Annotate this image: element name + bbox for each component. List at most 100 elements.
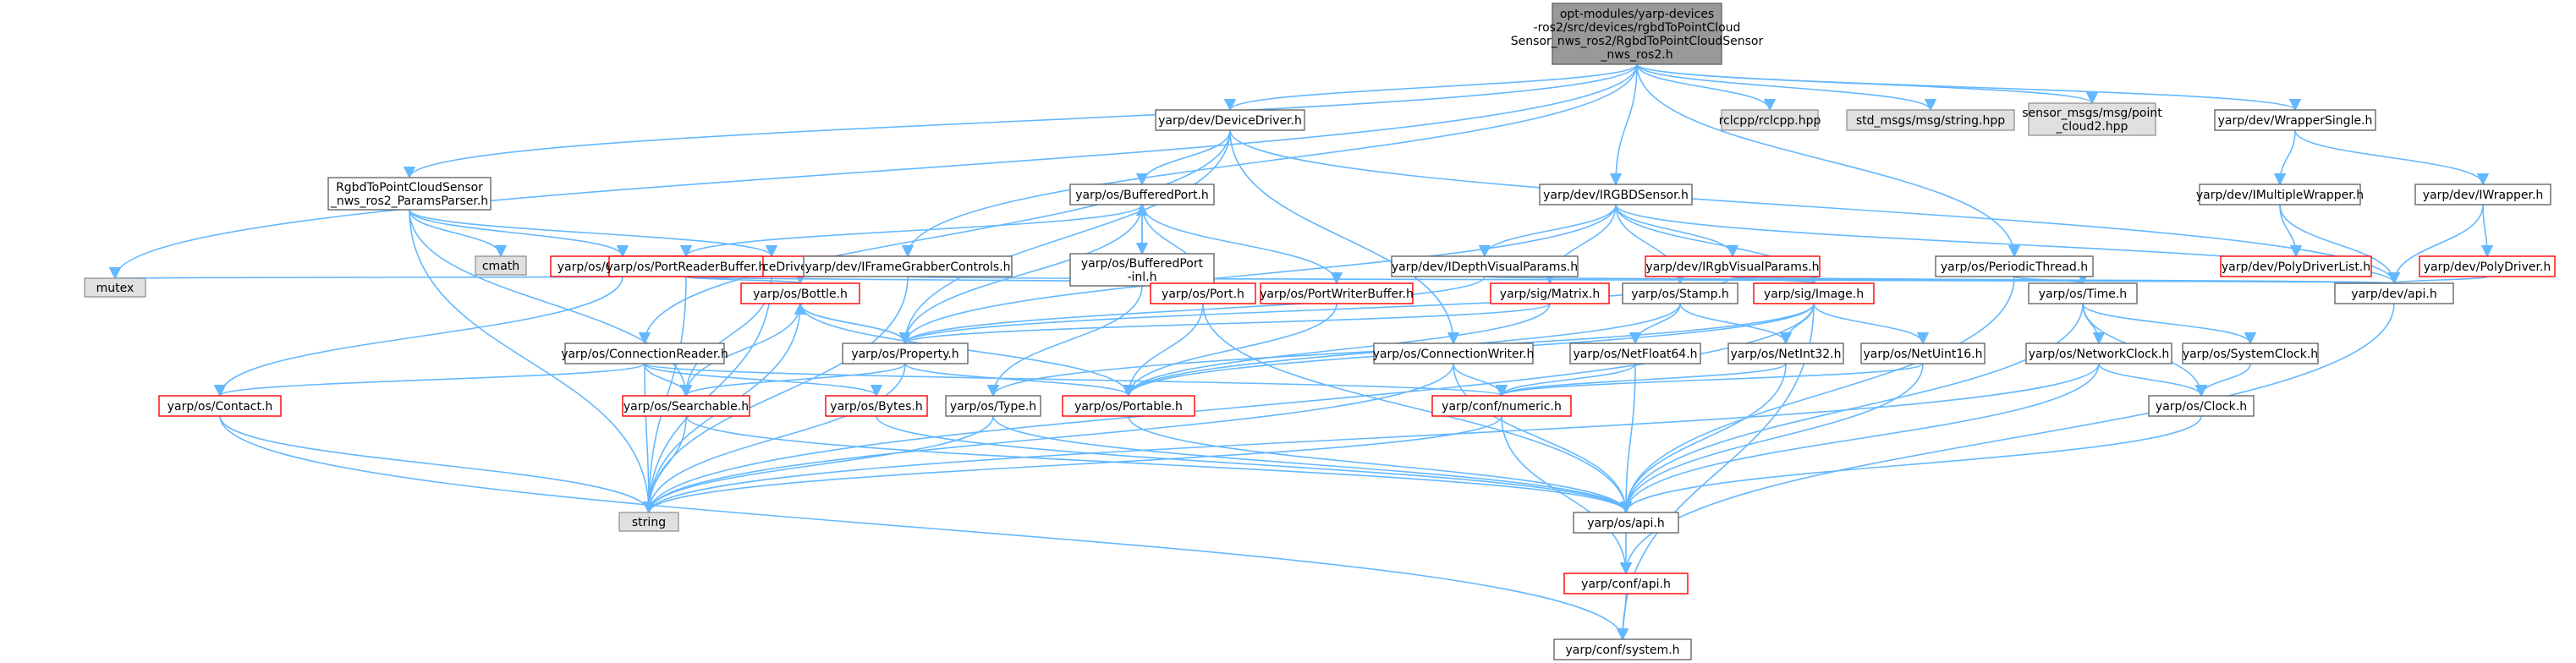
edge-connectionreader-to-confnumeric <box>644 363 1508 397</box>
node-label: yarp/os/BufferedPort <box>1081 257 1204 271</box>
node-label: yarp/os/PortReaderBuffer.h <box>607 260 766 274</box>
node-box <box>1569 342 1701 364</box>
edge-portable-to-osapi <box>1128 415 1633 514</box>
edge-bufferedport-to-portreaderbuffer <box>680 204 1143 258</box>
node-polydriver[interactable]: yarp/dev/PolyDriver.h <box>2419 255 2556 277</box>
edge-root-to-periodicthread <box>1636 63 2021 258</box>
node-portreaderbuffer[interactable]: yarp/os/PortReaderBuffer.h <box>607 255 766 277</box>
node-bottle[interactable]: yarp/os/Bottle.h <box>740 282 860 304</box>
node-box <box>945 395 1041 417</box>
node-box <box>2199 184 2361 205</box>
node-stamp[interactable]: yarp/os/Stamp.h <box>1622 282 1738 304</box>
node-label: yarp/os/Clock.h <box>2156 400 2247 414</box>
node-box <box>1155 109 1305 131</box>
node-cmath: cmath <box>475 255 527 276</box>
node-label: opt-modules/yarp-devices <box>1560 8 1714 21</box>
node-time[interactable]: yarp/os/Time.h <box>2028 282 2138 304</box>
edge-confapi-to-confsystem <box>1616 593 1629 641</box>
edge-searchable-to-string <box>642 415 687 514</box>
node-label: -ros2/src/devices/rgbdToPointCloud <box>1534 21 1741 35</box>
node-osapi[interactable]: yarp/os/api.h <box>1573 512 1679 534</box>
edge-image-to-netuint16 <box>1813 303 1930 345</box>
node-confsystem[interactable]: yarp/conf/system.h <box>1553 638 1692 660</box>
node-box <box>842 342 969 364</box>
edge-type-to-osapi <box>992 415 1633 514</box>
node-netint32[interactable]: yarp/os/NetInt32.h <box>1727 342 1844 364</box>
node-box <box>564 342 725 364</box>
node-label: yarp/os/NetworkClock.h <box>2029 348 2170 361</box>
edge-iwrapper-to-polydriver <box>2480 204 2494 258</box>
edge-connectionreader-to-searchable <box>644 363 693 397</box>
edge-connectionreader-to-bytes <box>644 363 883 397</box>
node-connectionwriter[interactable]: yarp/os/ConnectionWriter.h <box>1373 342 1535 364</box>
node-searchable[interactable]: yarp/os/Searchable.h <box>622 395 750 417</box>
node-box <box>1573 512 1679 534</box>
node-box <box>1373 342 1534 364</box>
node-box <box>2214 109 2376 131</box>
edge-root-to-paramsparser <box>404 63 1638 179</box>
node-confapi[interactable]: yarp/conf/api.h <box>1563 573 1689 595</box>
node-image[interactable]: yarp/sig/Image.h <box>1753 282 1875 304</box>
node-devapi[interactable]: yarp/dev/api.h <box>2334 282 2454 304</box>
node-irgbdsensor[interactable]: yarp/dev/IRGBDSensor.h <box>1539 184 1693 205</box>
edge-wrappersingle-to-imultiplewrapper <box>2273 129 2296 186</box>
node-label: yarp/dev/IDepthVisualParams.h <box>1392 260 1578 274</box>
node-devicedriver[interactable]: yarp/dev/DeviceDriver.h <box>1155 109 1305 131</box>
edge-networkclock-to-string <box>643 363 2100 514</box>
node-connectionreader[interactable]: yarp/os/ConnectionReader.h <box>561 342 728 364</box>
node-bufferedportinl[interactable]: yarp/os/BufferedPort-inl.h <box>1069 253 1215 287</box>
node-wrappersingle[interactable]: yarp/dev/WrapperSingle.h <box>2214 109 2376 131</box>
node-polydriverlist[interactable]: yarp/dev/PolyDriverList.h <box>2220 255 2372 277</box>
node-networkclock[interactable]: yarp/os/NetworkClock.h <box>2025 342 2172 364</box>
edge-imultiplewrapper-to-devapi <box>2279 204 2401 285</box>
node-root[interactable]: opt-modules/yarp-devices-ros2/src/device… <box>1511 3 1764 65</box>
node-label: Sensor_nws_ros2/RgbdToPointCloudSensor <box>1511 35 1764 48</box>
node-netuint16[interactable]: yarp/os/NetUint16.h <box>1860 342 1986 364</box>
node-box <box>1552 3 1722 65</box>
node-label: cmath <box>482 260 519 273</box>
node-label: yarp/os/Searchable.h <box>623 400 749 414</box>
node-box <box>2182 342 2319 364</box>
node-portwriterbuffer[interactable]: yarp/os/PortWriterBuffer.h <box>1260 282 1414 304</box>
node-label: yarp/conf/numeric.h <box>1442 400 1562 414</box>
node-confnumeric[interactable]: yarp/conf/numeric.h <box>1431 395 1572 417</box>
edge-searchable-to-osapi <box>685 415 1632 514</box>
node-irgbvisual[interactable]: yarp/dev/IRgbVisualParams.h <box>1645 255 1821 277</box>
node-label: yarp/dev/IRGBDSensor.h <box>1543 189 1689 202</box>
node-box <box>2419 255 2556 277</box>
node-iwrapper[interactable]: yarp/dev/IWrapper.h <box>2414 184 2551 205</box>
edge-irgbdsensor-to-irgbvisual <box>1615 204 1739 258</box>
node-contact[interactable]: yarp/os/Contact.h <box>158 395 282 417</box>
edge-bufferedport-to-property <box>898 204 1143 345</box>
node-bufferedport[interactable]: yarp/os/BufferedPort.h <box>1069 184 1215 205</box>
edge-portwriterbuffer-to-portable <box>1122 303 1337 397</box>
edge-iwrapper-to-devapi <box>2387 204 2484 285</box>
node-paramsparser[interactable]: RgbdToPointCloudSensor_nws_ros2_ParamsPa… <box>327 177 492 211</box>
node-portable[interactable]: yarp/os/Portable.h <box>1062 395 1195 417</box>
node-systemclock[interactable]: yarp/os/SystemClock.h <box>2182 342 2319 364</box>
node-imultiplewrapper[interactable]: yarp/dev/IMultipleWrapper.h <box>2196 184 2364 205</box>
node-label: yarp/dev/PolyDriverList.h <box>2222 260 2370 274</box>
node-label: yarp/conf/api.h <box>1581 578 1671 591</box>
node-box <box>1539 184 1693 205</box>
node-bytes[interactable]: yarp/os/Bytes.h <box>825 395 928 417</box>
node-netfloat64[interactable]: yarp/os/NetFloat64.h <box>1569 342 1701 364</box>
node-clock[interactable]: yarp/os/Clock.h <box>2148 395 2255 417</box>
node-label: yarp/os/NetFloat64.h <box>1573 348 1697 361</box>
edge-portreaderbuffer-to-bottle <box>685 271 806 285</box>
edge-wrappersingle-to-iwrapper <box>2294 129 2490 186</box>
node-box <box>1260 282 1414 304</box>
edge-paramsparser-to-contactable <box>409 209 629 258</box>
node-type[interactable]: yarp/os/Type.h <box>945 395 1041 417</box>
node-idepthvisual[interactable]: yarp/dev/IDepthVisualParams.h <box>1391 255 1579 277</box>
node-matrix[interactable]: yarp/sig/Matrix.h <box>1490 282 1610 304</box>
node-box <box>2414 184 2551 205</box>
edge-devicedriver-to-devapi <box>1229 129 2401 285</box>
edge-devicedriver-to-bufferedport <box>1135 129 1231 186</box>
node-label: sensor_msgs/msg/point <box>2022 107 2162 120</box>
node-periodicthread[interactable]: yarp/os/PeriodicThread.h <box>1935 255 2094 277</box>
node-port[interactable]: yarp/os/Port.h <box>1150 282 1256 304</box>
edge-ideviceparams-to-string <box>642 276 772 514</box>
node-property[interactable]: yarp/os/Property.h <box>842 342 969 364</box>
node-iframegrabber[interactable]: yarp/dev/IFrameGrabberControls.h <box>803 255 1013 277</box>
